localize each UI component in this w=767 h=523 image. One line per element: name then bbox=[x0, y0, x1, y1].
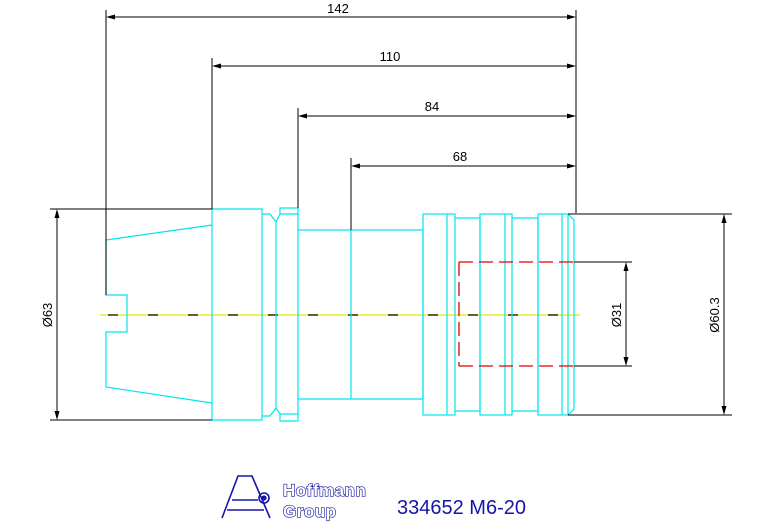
dim-110-label: 110 bbox=[380, 49, 401, 64]
hoffmann-logo: Hoffmann Group bbox=[221, 475, 366, 522]
hidden-bore bbox=[458, 261, 574, 367]
logo-line1: Hoffmann bbox=[283, 481, 366, 500]
vertical-dimensions bbox=[50, 208, 732, 421]
dim-142-label: 142 bbox=[327, 1, 349, 16]
dim-diameter-left-label: Ø63 bbox=[40, 303, 55, 328]
dim-diameter-right-label: Ø60.3 bbox=[707, 297, 722, 332]
horizontal-dimensions bbox=[105, 10, 577, 295]
part-outline bbox=[105, 207, 575, 422]
dim-84-label: 84 bbox=[425, 99, 439, 114]
part-number-label: 334652 M6-20 bbox=[397, 497, 526, 519]
tool-icon bbox=[221, 475, 271, 519]
dim-diameter-inner-label: Ø31 bbox=[609, 303, 624, 328]
logo-line2: Group bbox=[283, 502, 337, 521]
dim-68-label: 68 bbox=[453, 149, 467, 164]
